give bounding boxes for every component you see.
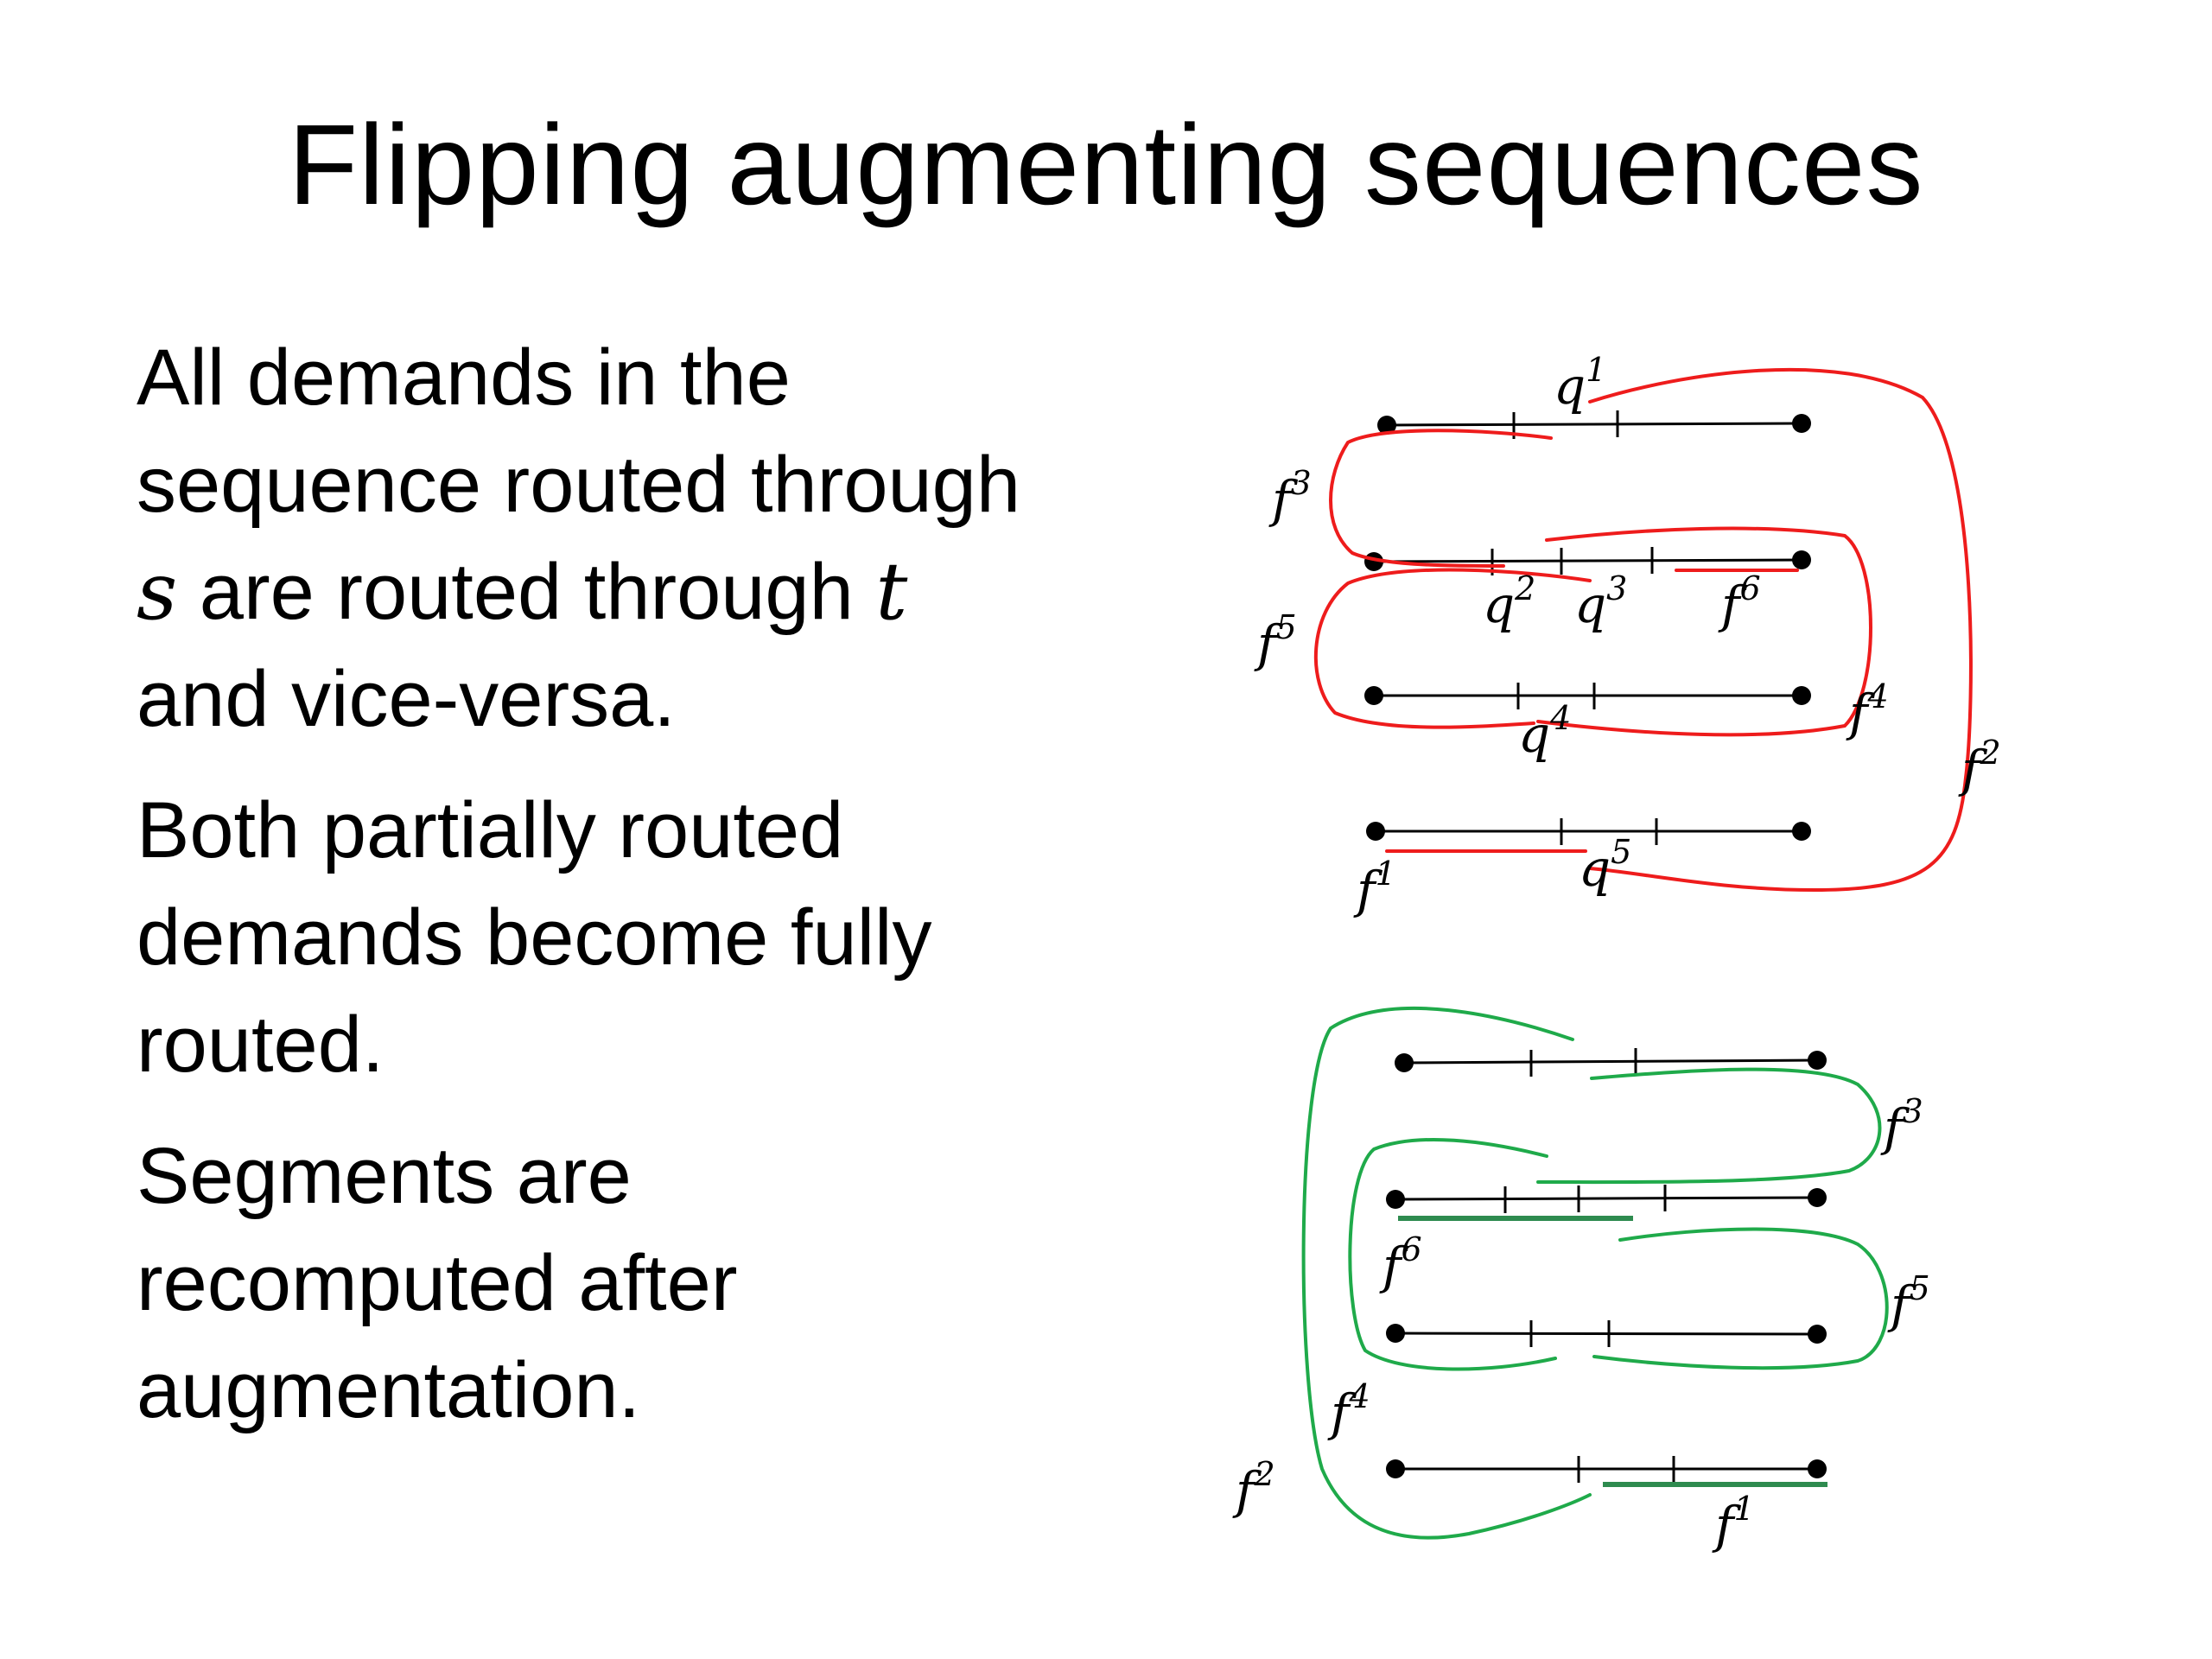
label-q1: q1: [1554, 351, 1606, 416]
endpoint: [1395, 1053, 1414, 1072]
endpoint: [1808, 1188, 1827, 1207]
bullet-recomputed: Segments are recomputed after augmentati…: [137, 1122, 1199, 1444]
endpoint: [1792, 550, 1811, 569]
bottom-diagram-segments: [1398, 1216, 1827, 1487]
route-f2-after: [1301, 1006, 1592, 1540]
endpoint: [1808, 1325, 1827, 1344]
label-f2: f2: [1958, 734, 2001, 798]
endpoint: [1364, 686, 1383, 705]
label-f6-after: f6: [1379, 1230, 1422, 1295]
top-diagram-red-routes: [1313, 367, 1973, 893]
path-line: [1386, 422, 1802, 427]
route-f5-after: [1592, 1227, 1889, 1370]
label-q2: q2: [1483, 569, 1535, 634]
bullet-fully-routed: Both partially routed demands become ful…: [137, 777, 1199, 1098]
bottom-diagram-paths: [1395, 1048, 1818, 1483]
bullet-line: recomputed after: [137, 1239, 738, 1327]
endpoint: [1386, 1459, 1405, 1478]
bullet-line: and vice-versa.: [137, 655, 676, 743]
endpoint: [1366, 822, 1385, 841]
endpoint: [1792, 686, 1811, 705]
label-f3-after: f3: [1880, 1092, 1923, 1157]
bullet-line: routed.: [137, 1001, 385, 1089]
top-diagram-paths: [1373, 410, 1802, 845]
label-f4: f4: [1846, 677, 1889, 742]
route-f6-after: [1348, 1137, 1557, 1371]
route-f5: [1313, 568, 1592, 729]
bullet-line: Segments are: [137, 1132, 632, 1220]
label-f5-after: f5: [1887, 1269, 1930, 1334]
path-line: [1403, 1058, 1818, 1065]
math-s: s: [137, 545, 178, 638]
endpoint: [1792, 822, 1811, 841]
label-f1: f1: [1353, 855, 1396, 919]
label-f4-after: f4: [1327, 1377, 1370, 1442]
endpoint: [1386, 1190, 1405, 1209]
path-line: [1395, 1196, 1818, 1201]
bullet-line: demands become fully: [137, 893, 932, 982]
endpoint: [1808, 1051, 1827, 1070]
label-q5: q5: [1579, 833, 1631, 898]
route-f4: [1536, 526, 1872, 737]
endpoint: [1792, 414, 1811, 433]
bullet-text: are routed through: [177, 548, 876, 636]
bullet-line: sequence routed through: [137, 441, 1021, 529]
bullet-list: All demands in the sequence routed throu…: [137, 324, 1199, 1468]
route-f2: [1588, 367, 1973, 893]
label-q3: q3: [1574, 569, 1627, 634]
label-f3: f3: [1268, 464, 1312, 529]
bottom-diagram-endpoints: [1386, 1051, 1827, 1478]
bullet-line-math: s are routed through t: [137, 538, 1199, 645]
top-diagram-endpoints: [1364, 414, 1811, 841]
endpoint: [1386, 1324, 1405, 1343]
path-line: [1373, 558, 1802, 563]
bottom-diagram-green-routes: [1301, 1006, 1889, 1540]
route-f3-after: [1536, 1067, 1882, 1185]
label-f5: f5: [1254, 608, 1297, 673]
label-f1-after: f1: [1712, 1490, 1755, 1554]
endpoint: [1377, 416, 1396, 435]
slide-title: Flipping augmenting sequences: [288, 101, 1924, 228]
bullet-line: Both partially routed: [137, 786, 844, 874]
label-f6: f6: [1718, 569, 1761, 634]
bullet-line: augmentation.: [137, 1346, 641, 1434]
label-q4: q4: [1518, 699, 1571, 764]
label-f2-after: f2: [1232, 1455, 1275, 1520]
bullet-routing-swap: All demands in the sequence routed throu…: [137, 324, 1199, 753]
path-line: [1395, 1332, 1818, 1336]
bottom-diagram-labels: f3 f6 f5 f4 f2 f1: [1232, 1092, 1930, 1554]
math-t: t: [875, 545, 908, 638]
endpoint: [1808, 1459, 1827, 1478]
route-f3: [1329, 429, 1553, 568]
bullet-line: All demands in the: [137, 334, 791, 422]
